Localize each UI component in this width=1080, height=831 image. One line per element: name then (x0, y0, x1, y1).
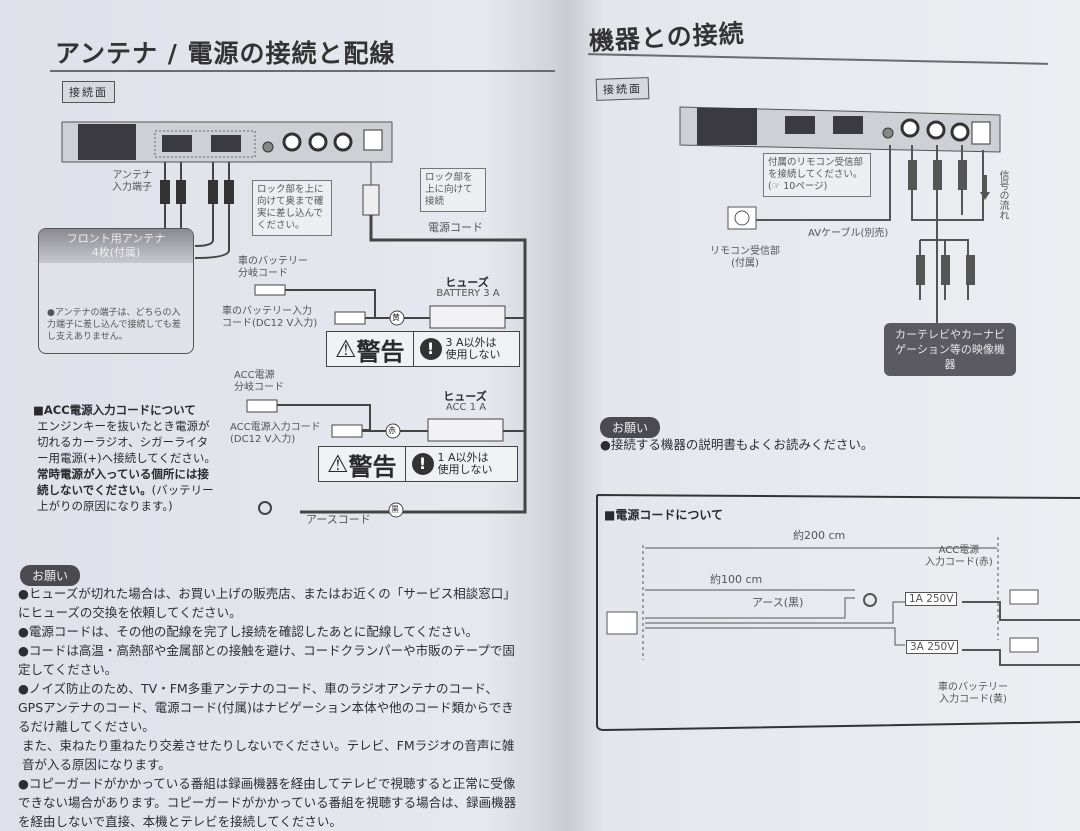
front-antenna-box: フロント用アンテナ 4枚(付属) ●アンテナの端子は、どちらの入力端子に差し込ん… (38, 228, 194, 354)
request-bullet-right: ●接続する機器の説明書もよくお読みください。 (600, 437, 874, 452)
antenna-box-note: ●アンテナの端子は、どちらの入力端子に差し込んで接続しても差し支えありません。 (47, 308, 181, 342)
black-mark: 黒 (391, 505, 399, 514)
power-cord-heading: ■電源コードについて (604, 508, 723, 522)
bullet-item: ●電源コードは、その他の配線を完了し接続を確認したあとに配線してください。 (18, 624, 479, 639)
length-total: 約200 cm (793, 529, 846, 542)
right-connection-diagram (596, 106, 1080, 732)
warning-triangle-icon: ⚠ (327, 450, 349, 478)
acc-cord-label: ACC電源 入力コード(赤) (925, 545, 993, 568)
battery-input-label: 車のバッテリー入力 コード(DC12 V入力) (222, 306, 318, 329)
power-cord-label: 電源コード (428, 221, 483, 234)
bullet-item: ●ヒューズが切れた場合は、お買い上げの販売店、またはお近くの「サービス相談窓口」… (18, 586, 516, 620)
device-back-panel-right (679, 106, 1001, 153)
earth-label-right: アース(黒) (752, 596, 804, 609)
exclamation-icon: ! (411, 453, 434, 475)
fuse-acc-rating: ACC 1 A (445, 402, 487, 413)
red-mark: 赤 (388, 426, 396, 435)
remote-receiver-label: リモコン受信部 (付属) (710, 246, 780, 269)
warning-box-1a: ⚠警告 !1 A以外は 使用しない (318, 446, 518, 482)
lock-callout-1: ロック部を上に向けて奥まで確実に差し込んでください。 (252, 180, 332, 236)
warning-text: 3 A以外は 使用しない (445, 336, 501, 361)
fuse-3a-label: 3A 250V (906, 640, 959, 654)
acc-section-bold: 常時電源が入っている個所には接続しないでください。 (37, 467, 209, 497)
acc-input-label: ACC電源入力コード (DC12 V入力) (230, 422, 321, 445)
panel-tag: 接続面 (62, 81, 115, 103)
title-rule (50, 70, 555, 72)
fuse-acc-title: ヒューズ (443, 390, 487, 403)
request-pill-left: お願い (20, 565, 81, 586)
device-back-panel (61, 121, 393, 163)
warning-label: 警告 (348, 452, 397, 481)
bullet-item: ●ノイズ防止のため、TV・FM多重アンテナのコード、車のラジオアンテナのコード、… (18, 681, 514, 734)
battery-cord-label: 車のバッテリー 入力コード(黄) (938, 682, 1008, 705)
battery-branch-label: 車のバッテリー 分岐コード (238, 256, 308, 279)
length-earth: 約100 cm (710, 573, 763, 586)
antenna-input-label: アンテナ 入力端子 (112, 170, 152, 193)
antenna-box-subtitle: 4枚(付属) (91, 246, 141, 259)
acc-section: ■ACC電源入力コードについて エンジンキーを抜いたとき電源が切れるカーラジオ、… (33, 402, 218, 514)
av-cable-label: AVケーブル(別売) (808, 228, 889, 239)
signal-flow-label: 信号の流れ (997, 170, 1008, 220)
earth-cord-label: アースコード (306, 513, 371, 526)
acc-branch-label: ACC電源 分岐コード (234, 370, 284, 393)
warning-triangle-icon: ⚠ (335, 335, 357, 363)
warning-label: 警告 (356, 337, 405, 366)
acc-section-tail: (バッテリー上がりの原因になります。) (37, 483, 214, 513)
left-page-title: アンテナ / 電源の接続と配線 (55, 39, 396, 68)
left-wiring-diagram (57, 121, 527, 518)
video-device-box: カーテレビやカーナビゲーション等の映像機器 (884, 323, 1016, 376)
warning-text: 1 A以外は 使用しない (437, 451, 493, 476)
exclamation-icon: ! (419, 338, 442, 360)
fuse-battery-rating: BATTERY 3 A (436, 288, 500, 299)
fuse-1a-label: 1A 250V (905, 592, 958, 606)
fuse-battery-title: ヒューズ (445, 276, 489, 289)
warning-box-3a: ⚠警告 !3 A以外は 使用しない (326, 331, 520, 367)
antenna-box-title: フロント用アンテナ (66, 232, 166, 245)
acc-section-heading: ■ACC電源入力コードについて (33, 403, 196, 417)
bullet-item: ●コードは高温・高熱部や金属部との接触を避け、コードクランパーや市販のテープで固… (18, 643, 515, 677)
lock-callout-2: ロック部を上に向けて接続 (420, 168, 486, 212)
request-pill-right: お願い (600, 417, 661, 438)
acc-section-body: エンジンキーを抜いたとき電源が切れるカーラジオ、シガーライター用電源(+)へ接続… (37, 419, 216, 465)
remote-callout: 付属のリモコン受信部を接続してください。 (☞ 10ページ) (763, 153, 871, 197)
bullet-item: また、束ねたり重ねたり交差させたりしないでください。テレビ、FMラジオの音声に雑… (22, 738, 515, 772)
yellow-mark: 黄 (392, 313, 400, 322)
